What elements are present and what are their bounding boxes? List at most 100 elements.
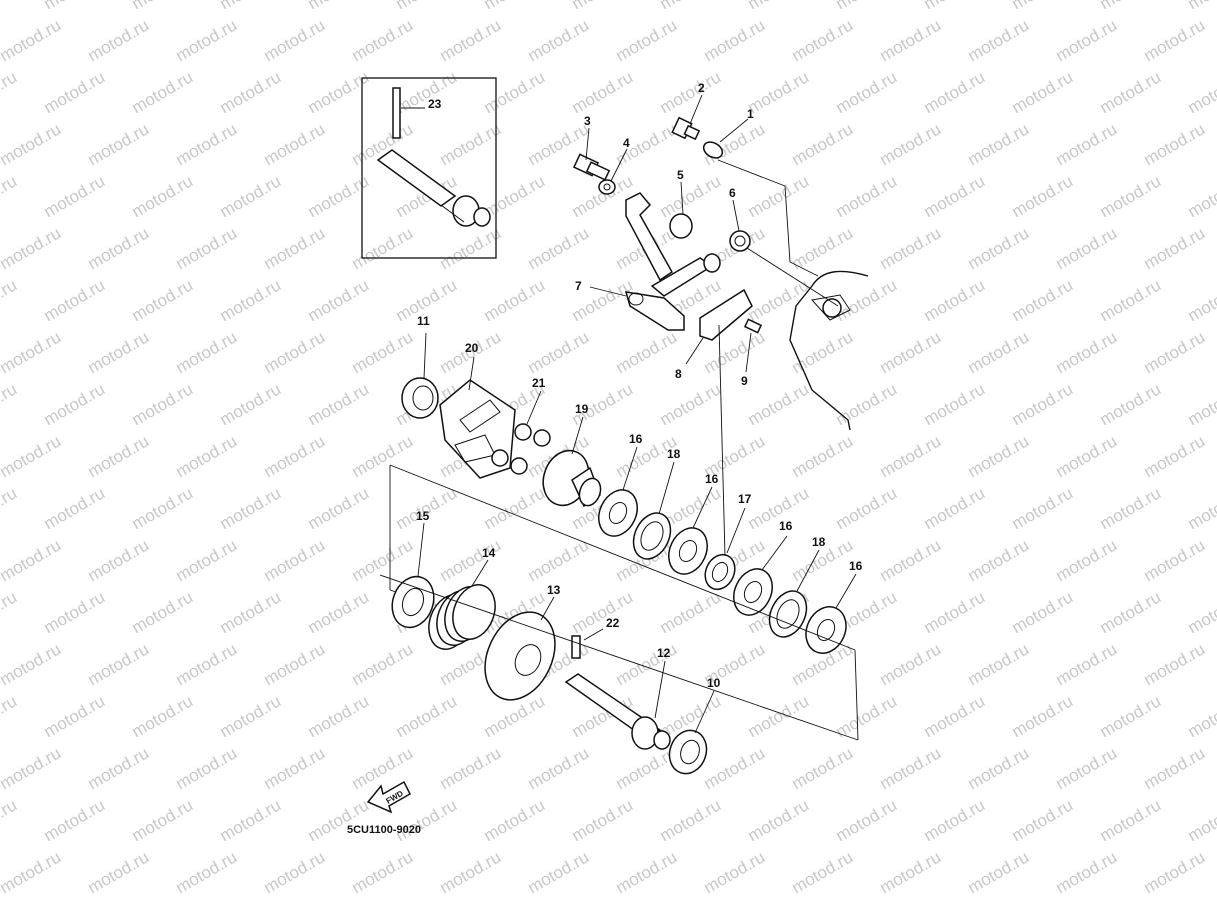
watermark-text: motod.ru xyxy=(349,15,417,65)
watermark-text: motod.ru xyxy=(0,847,64,897)
watermark-text: motod.ru xyxy=(1009,795,1077,845)
label-part-20: 20 xyxy=(465,341,479,355)
watermark-text: motod.ru xyxy=(1009,67,1077,117)
watermark-text: motod.ru xyxy=(261,327,329,377)
watermark-text: motod.ru xyxy=(0,535,64,585)
label-part-18-b: 18 xyxy=(812,535,826,549)
watermark-text: motod.ru xyxy=(657,0,725,13)
watermark-text: motod.ru xyxy=(0,275,20,325)
watermark-text: motod.ru xyxy=(481,275,549,325)
washer-part-16a xyxy=(598,489,638,537)
lever-arm xyxy=(625,192,673,282)
watermark-text: motod.ru xyxy=(745,171,813,221)
watermark-text: motod.ru xyxy=(789,119,857,169)
watermark-text: motod.ru xyxy=(85,743,153,793)
pin-part-22 xyxy=(571,635,581,659)
watermark-text: motod.ru xyxy=(921,483,989,533)
watermark-text: motod.ru xyxy=(1185,795,1217,845)
watermark-text: motod.ru xyxy=(129,483,197,533)
watermark-text: motod.ru xyxy=(613,15,681,65)
watermark-text: motod.ru xyxy=(745,67,813,117)
lever-part-7 xyxy=(624,291,685,331)
watermark-text: motod.ru xyxy=(569,0,637,13)
watermark-text: motod.ru xyxy=(1097,795,1165,845)
watermark-text: motod.ru xyxy=(833,483,901,533)
watermark-text: motod.ru xyxy=(921,691,989,741)
watermark-text: motod.ru xyxy=(129,379,197,429)
watermark-text: motod.ru xyxy=(789,431,857,481)
watermark-text: motod.ru xyxy=(261,119,329,169)
watermark-text: motod.ru xyxy=(833,171,901,221)
watermark-text: motod.ru xyxy=(1185,691,1217,741)
watermark-text: motod.ru xyxy=(525,327,593,377)
watermark-text: motod.ru xyxy=(877,15,945,65)
watermark-text: motod.ru xyxy=(481,67,549,117)
watermark-text: motod.ru xyxy=(437,223,505,273)
watermark-text: motod.ru xyxy=(0,743,64,793)
ball-part-21b xyxy=(533,429,551,447)
watermark-text: motod.ru xyxy=(0,483,20,533)
watermark-text: motod.ru xyxy=(877,535,945,585)
bolt-part-3-thread xyxy=(585,161,611,181)
watermark-text: motod.ru xyxy=(1097,379,1165,429)
watermark-text: motod.ru xyxy=(1141,743,1209,793)
watermark-text: motod.ru xyxy=(173,535,241,585)
watermark-text: motod.ru xyxy=(173,639,241,689)
watermark-text: motod.ru xyxy=(1053,119,1121,169)
watermark-text: motod.ru xyxy=(1009,0,1077,13)
watermark-text: motod.ru xyxy=(701,743,769,793)
watermark-text: motod.ru xyxy=(833,691,901,741)
watermark-text: motod.ru xyxy=(173,119,241,169)
label-part-12: 12 xyxy=(657,646,671,660)
label-part-4: 4 xyxy=(623,136,630,150)
watermark-text: motod.ru xyxy=(217,587,285,637)
watermark-text: motod.ru xyxy=(349,327,417,377)
watermark-text: motod.ru xyxy=(85,119,153,169)
watermark-text: motod.ru xyxy=(217,483,285,533)
watermark-text: motod.ru xyxy=(965,223,1033,273)
watermark-text: motod.ru xyxy=(921,795,989,845)
watermark-text: motod.ru xyxy=(1053,743,1121,793)
watermark-text: motod.ru xyxy=(789,15,857,65)
watermark-text: motod.ru xyxy=(525,847,593,897)
watermark-text: motod.ru xyxy=(657,171,725,221)
watermark-text: motod.ru xyxy=(1097,171,1165,221)
watermark-text: motod.ru xyxy=(1009,379,1077,429)
label-part-10: 10 xyxy=(707,676,721,690)
watermark-text: motod.ru xyxy=(0,119,64,169)
label-part-19: 19 xyxy=(575,402,589,416)
watermark-text: motod.ru xyxy=(1185,0,1217,13)
watermark-text: motod.ru xyxy=(129,275,197,325)
watermark-text: motod.ru xyxy=(569,67,637,117)
engine-case-outline xyxy=(789,270,869,431)
label-part-21: 21 xyxy=(532,376,546,390)
part-labels: 23 2 1 3 4 5 6 7 8 9 11 20 21 19 16 18 1… xyxy=(416,81,863,690)
fwd-arrow-icon xyxy=(366,780,411,814)
watermark-text: motod.ru xyxy=(305,275,373,325)
watermark-text: motod.ru xyxy=(965,15,1033,65)
label-part-7: 7 xyxy=(575,279,582,293)
watermark-text: motod.ru xyxy=(41,587,109,637)
watermark-text: motod.ru xyxy=(217,0,285,13)
watermark-text: motod.ru xyxy=(921,0,989,13)
watermark-text: motod.ru xyxy=(393,0,461,13)
plate-part-1 xyxy=(702,141,724,159)
watermark-text: motod.ru xyxy=(921,587,989,637)
watermark-text: motod.ru xyxy=(173,327,241,377)
watermark-text: motod.ru xyxy=(613,847,681,897)
watermark-text: motod.ru xyxy=(0,691,20,741)
label-part-3: 3 xyxy=(584,114,591,128)
watermark-text: motod.ru xyxy=(1097,275,1165,325)
washer-part-16b xyxy=(668,527,708,575)
watermark-text: motod.ru xyxy=(745,379,813,429)
watermark-text: motod.ru xyxy=(1009,275,1077,325)
watermark-text: motod.ru xyxy=(525,15,593,65)
watermark-text: motod.ru xyxy=(1009,691,1077,741)
watermark-text: motod.ru xyxy=(261,15,329,65)
label-part-23: 23 xyxy=(428,97,442,111)
washer-part-16c xyxy=(733,568,773,616)
watermark-text: motod.ru xyxy=(1185,171,1217,221)
label-part-17: 17 xyxy=(738,492,752,506)
watermark-text: motod.ru xyxy=(85,535,153,585)
watermark-text: motod.ru xyxy=(261,431,329,481)
